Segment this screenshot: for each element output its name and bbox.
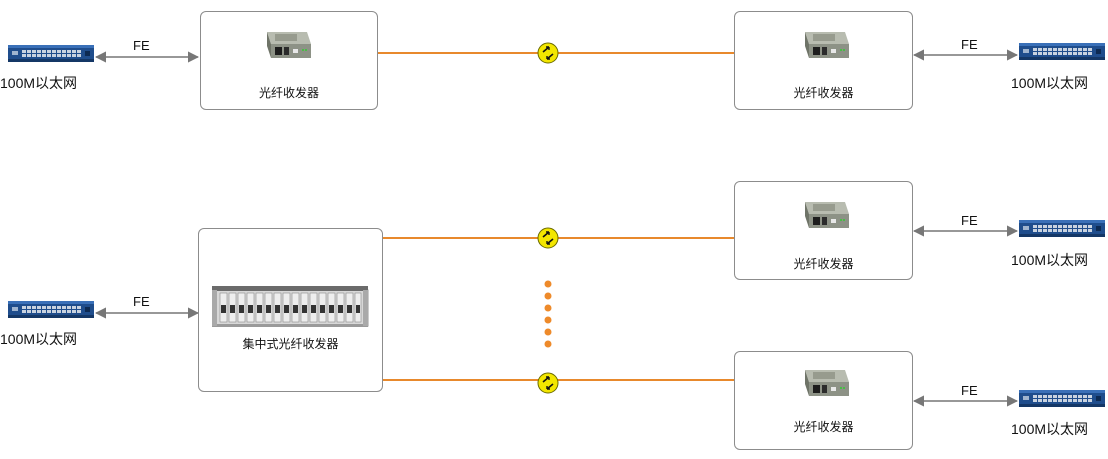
- fe-label: FE: [961, 383, 978, 398]
- chassis-box: 集中式光纤收发器: [198, 228, 383, 392]
- converter-box-top-right: 光纤收发器: [734, 11, 913, 110]
- fe-label: FE: [133, 294, 150, 309]
- converter-label: 光纤收发器: [793, 257, 854, 271]
- chassis-label: 集中式光纤收发器: [242, 337, 339, 351]
- ethernet-label: 100M以太网: [0, 331, 78, 347]
- ethernet-switch-icon: [1019, 220, 1105, 237]
- converter-label: 光纤收发器: [793, 420, 854, 434]
- fe-label: FE: [961, 37, 978, 52]
- converter-box-bottom-right: 光纤收发器: [734, 351, 913, 450]
- ethernet-label: 100M以太网: [0, 75, 78, 91]
- ethernet-label: 100M以太网: [1011, 252, 1089, 268]
- converter-label: 光纤收发器: [793, 86, 854, 100]
- media-converter-icon: [805, 370, 849, 396]
- fiber-connector-icon: [537, 42, 559, 64]
- fiber-connector-icon: [537, 227, 559, 249]
- converter-box-top-left: 光纤收发器: [200, 11, 378, 110]
- ethernet-switch-icon: [1019, 390, 1105, 407]
- more-links-dots: [544, 280, 552, 348]
- ethernet-label: 100M以太网: [1011, 75, 1089, 91]
- rack-chassis-icon: [212, 286, 369, 328]
- fe-label: FE: [133, 38, 150, 53]
- ethernet-switch-icon: [1019, 43, 1105, 60]
- ethernet-switch-icon: [8, 45, 94, 62]
- converter-box-middle-right: 光纤收发器: [734, 181, 913, 280]
- media-converter-icon: [805, 32, 849, 58]
- fiber-connector-icon: [537, 372, 559, 394]
- converter-label: 光纤收发器: [258, 86, 319, 100]
- media-converter-icon: [805, 202, 849, 228]
- media-converter-icon: [267, 32, 311, 58]
- fe-label: FE: [961, 213, 978, 228]
- ethernet-switch-icon: [8, 301, 94, 318]
- ethernet-label: 100M以太网: [1011, 421, 1089, 437]
